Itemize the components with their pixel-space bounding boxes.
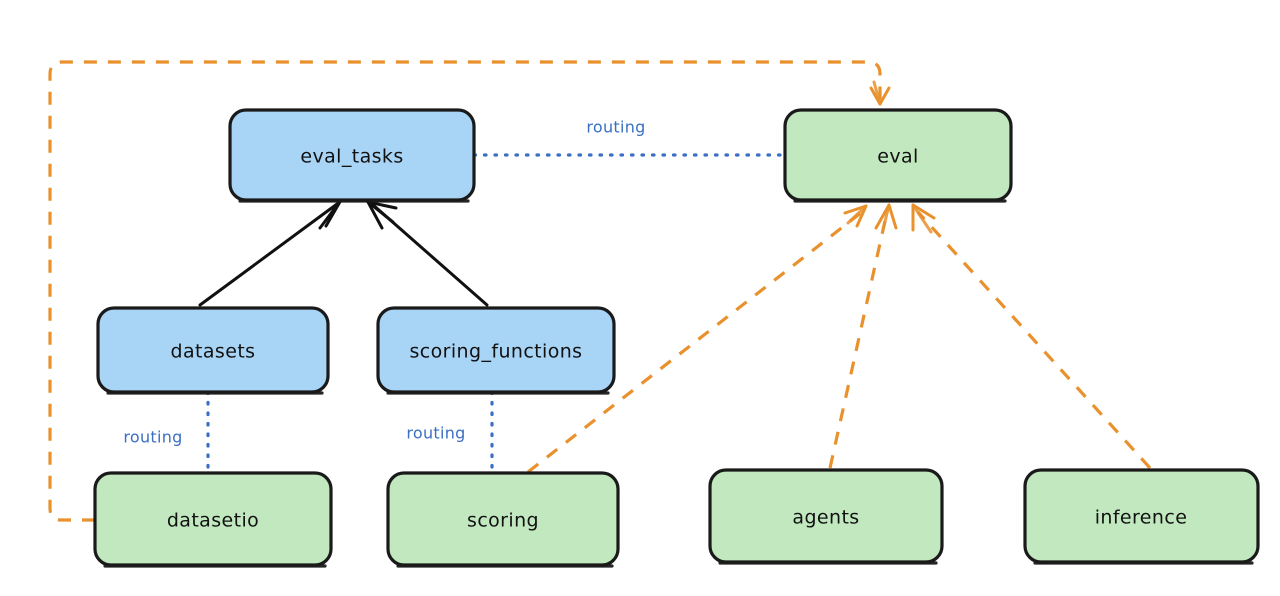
node-layer: eval_tasks eval datasets scoring_functio…	[93, 108, 1260, 568]
edge-label-routing-scoring_functions-scoring: routing	[406, 424, 465, 443]
node-inference[interactable]: inference	[1023, 468, 1260, 565]
node-label-eval_tasks: eval_tasks	[300, 146, 403, 168]
node-agents[interactable]: agents	[708, 468, 944, 565]
edge-datasetio-to-eval	[48, 60, 891, 522]
node-datasets[interactable]: datasets	[96, 306, 330, 395]
node-label-inference: inference	[1095, 507, 1188, 529]
node-eval_tasks[interactable]: eval_tasks	[228, 108, 476, 203]
node-eval[interactable]: eval	[783, 108, 1013, 203]
edge-scoring_functions-to-eval_tasks	[366, 200, 489, 307]
edge-inference-to-eval	[911, 203, 1152, 470]
node-scoring[interactable]: scoring	[386, 471, 620, 568]
edge-label-layer: routing routing routing	[123, 118, 645, 447]
edge-scoring-to-eval	[527, 204, 868, 474]
node-datasetio[interactable]: datasetio	[93, 471, 333, 568]
node-label-scoring: scoring	[467, 510, 539, 532]
node-label-datasets: datasets	[171, 341, 256, 363]
node-label-agents: agents	[792, 507, 859, 529]
edge-label-routing-datasets-datasetio: routing	[123, 428, 182, 447]
edge-datasets-to-eval_tasks	[198, 198, 343, 307]
edge-agents-to-eval	[828, 203, 898, 469]
node-scoring_functions[interactable]: scoring_functions	[376, 306, 616, 395]
node-label-datasetio: datasetio	[167, 510, 259, 532]
edge-label-routing-eval_tasks-eval: routing	[586, 118, 645, 137]
node-label-scoring_functions: scoring_functions	[410, 341, 583, 363]
node-label-eval: eval	[877, 146, 918, 168]
